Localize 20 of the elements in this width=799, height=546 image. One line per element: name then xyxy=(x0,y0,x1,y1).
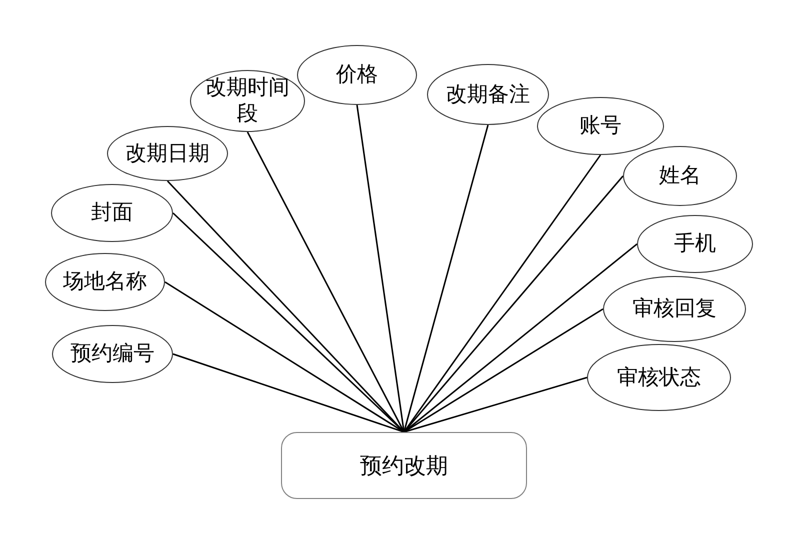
connector-line xyxy=(172,353,404,433)
entity-box xyxy=(281,432,527,499)
connector-line xyxy=(246,132,405,432)
attribute-label: 姓名 xyxy=(659,163,701,189)
attribute-label: 审核状态 xyxy=(617,364,701,390)
attribute-label: 场地名称 xyxy=(63,269,147,295)
entity-label: 预约改期 xyxy=(360,452,448,480)
attribute-label: 价格 xyxy=(336,62,378,88)
connector-line xyxy=(164,281,404,433)
attribute-label: 审核回复 xyxy=(632,296,716,322)
connector-line xyxy=(356,104,405,432)
attribute-label: 手机 xyxy=(674,231,716,257)
attribute-label: 改期备注 xyxy=(446,82,530,108)
attribute-label: 账号 xyxy=(580,113,622,139)
attribute-label: 改期时间段 xyxy=(204,75,290,127)
attribute-label: 改期日期 xyxy=(126,140,210,166)
connector-line xyxy=(404,376,588,433)
attribute-label: 预约编号 xyxy=(70,341,154,367)
attribute-label: 封面 xyxy=(91,200,133,226)
connector-line xyxy=(403,124,489,432)
